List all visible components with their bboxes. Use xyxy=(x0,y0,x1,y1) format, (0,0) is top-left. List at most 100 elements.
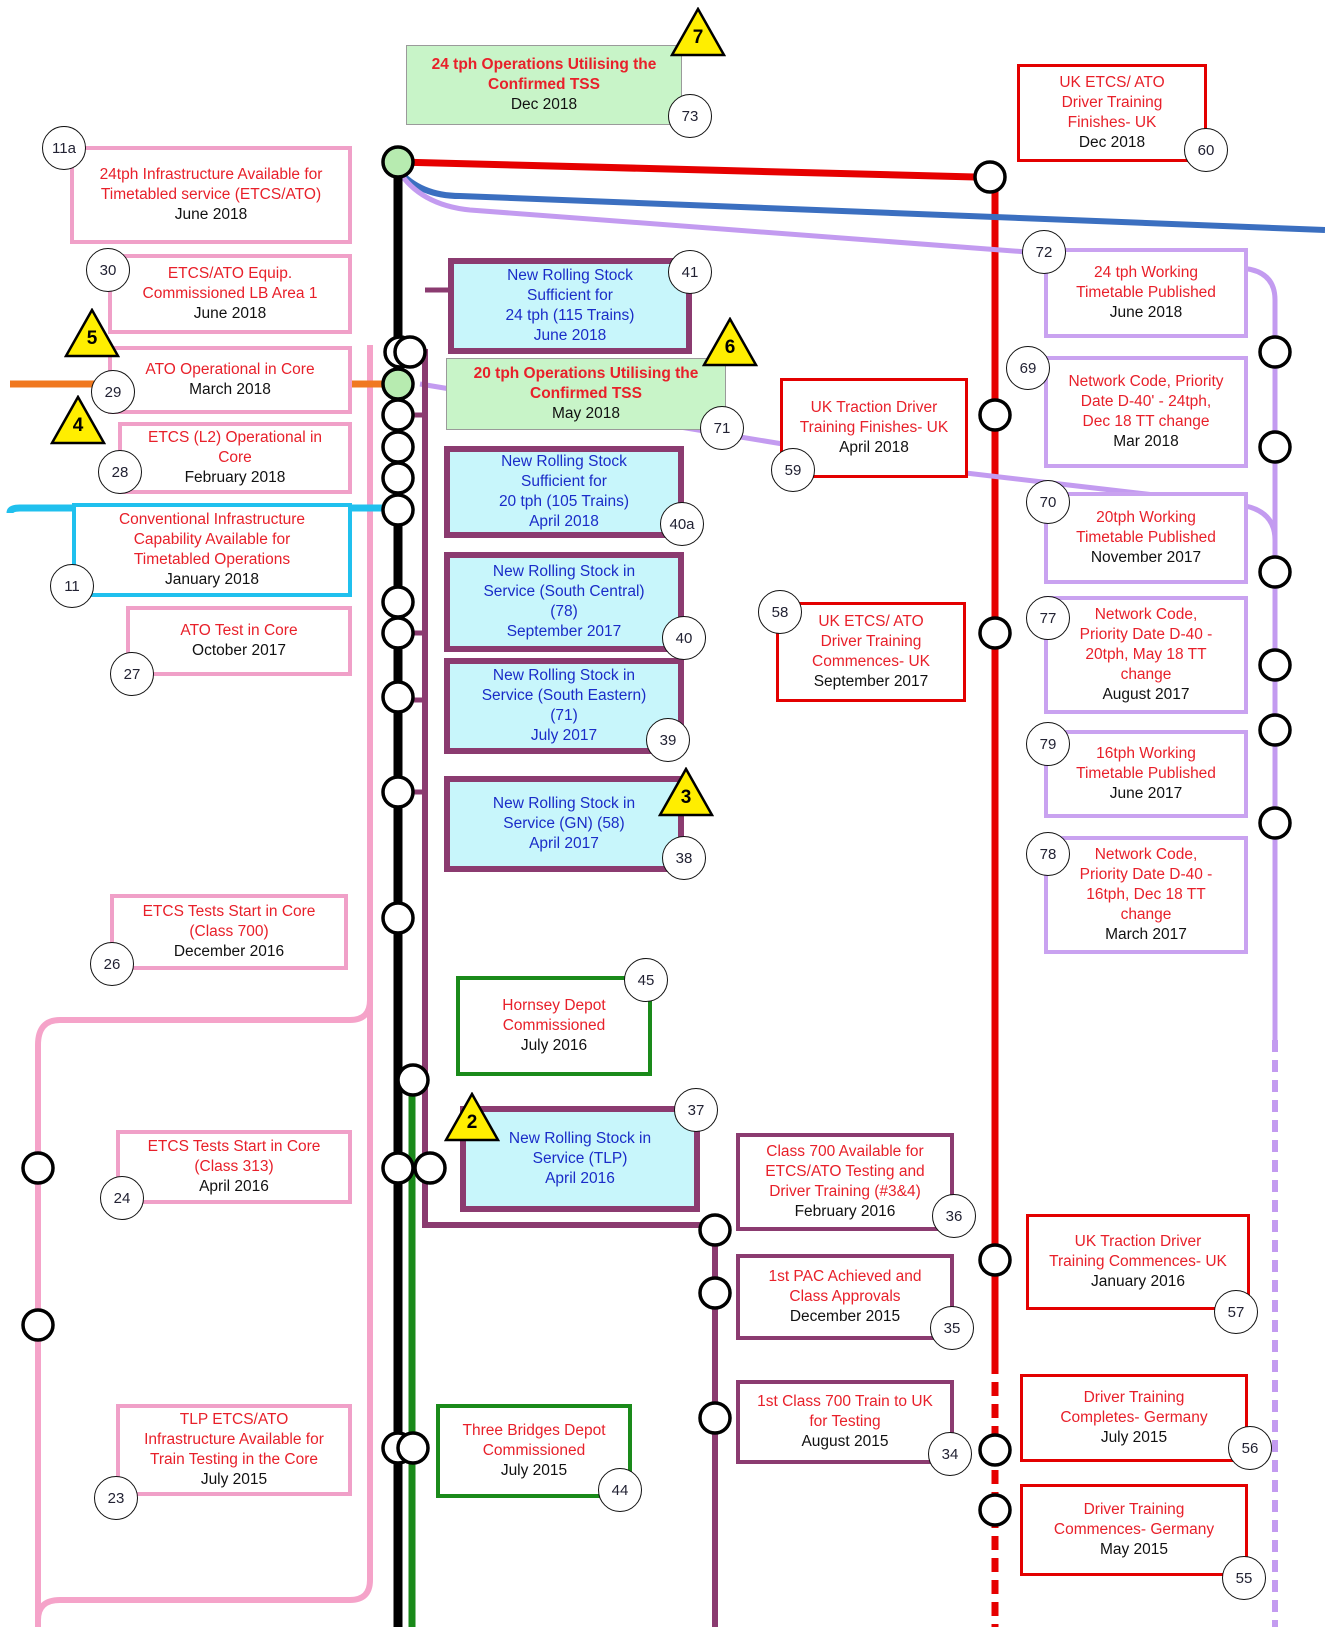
milestone-title: 1st Class 700 Train to UK for Testing xyxy=(757,1393,933,1430)
milestone-28: ETCS (L2) Operational in Core February 2… xyxy=(118,422,352,494)
milestone-date: July 2015 xyxy=(1100,1429,1168,1446)
milestone-57: UK Traction Driver Training Commences- U… xyxy=(1026,1214,1250,1310)
milestone-date: February 2016 xyxy=(794,1203,896,1220)
milestone-date: April 2017 xyxy=(529,835,599,852)
milestone-date: June 2018 xyxy=(193,305,267,322)
milestone-title: UK ETCS/ ATO Driver Training Commences- … xyxy=(812,613,930,670)
milestone-title: ETCS Tests Start in Core (Class 313) xyxy=(147,1138,321,1175)
milestone-71: 20 tph Operations Utilising the Confirme… xyxy=(446,358,726,430)
warning-triangle-icon: 5 xyxy=(63,307,121,358)
milestone-77: Network Code, Priority Date D-40 - 20tph… xyxy=(1044,596,1248,714)
milestone-date: Dec 2018 xyxy=(1078,134,1146,151)
milestone-26: ETCS Tests Start in Core (Class 700) Dec… xyxy=(110,894,348,970)
milestone-title: 24tph Infrastructure Available for Timet… xyxy=(99,166,323,203)
milestone-35: 1st PAC Achieved and Class Approvals Dec… xyxy=(736,1254,954,1340)
milestone-37: New Rolling Stock in Service (TLP) April… xyxy=(460,1106,700,1212)
milestone-79: 16tph Working Timetable Published June 2… xyxy=(1044,730,1248,818)
milestone-title: New Rolling Stock in Service (South Cent… xyxy=(483,563,645,620)
milestone-72: 24 tph Working Timetable Published June … xyxy=(1044,248,1248,338)
milestone-number: 78 xyxy=(1026,832,1070,876)
milestone-number: 70 xyxy=(1026,480,1070,524)
milestone-69: Network Code, Priority Date D-40' - 24tp… xyxy=(1044,356,1248,468)
milestone-number: 36 xyxy=(932,1194,976,1238)
milestone-title: ETCS Tests Start in Core (Class 700) xyxy=(142,903,316,940)
milestone-30: ETCS/ATO Equip. Commissioned LB Area 1 J… xyxy=(108,254,352,334)
milestone-60: UK ETCS/ ATO Driver Training Finishes- U… xyxy=(1017,64,1207,162)
milestone-number: 72 xyxy=(1022,230,1066,274)
milestone-number: 60 xyxy=(1184,128,1228,172)
milestone-title: Three Bridges Depot Commissioned xyxy=(462,1422,606,1459)
milestone-title: 24 tph Operations Utilising the Confirme… xyxy=(431,56,657,93)
milestone-73: 24 tph Operations Utilising the Confirme… xyxy=(406,45,682,125)
milestone-number: 39 xyxy=(646,718,690,762)
milestone-title: 20tph Working Timetable Published xyxy=(1076,509,1216,546)
milestone-number: 11 xyxy=(50,564,94,608)
milestone-date: March 2017 xyxy=(1105,926,1187,943)
blue-track xyxy=(395,168,1325,233)
milestone-number: 23 xyxy=(94,1476,138,1520)
milestone-24: ETCS Tests Start in Core (Class 313) Apr… xyxy=(116,1130,352,1204)
milestone-41: New Rolling Stock Sufficient for 24 tph … xyxy=(448,258,692,354)
milestone-title: New Rolling Stock in Service (South East… xyxy=(481,667,647,724)
milestone-title: Network Code, Priority Date D-40 - 16tph… xyxy=(1079,846,1213,923)
milestone-date: June 2017 xyxy=(1109,785,1183,802)
triangle-label: 4 xyxy=(72,415,84,436)
milestone-58: UK ETCS/ ATO Driver Training Commences- … xyxy=(776,602,966,702)
milestone-title: Network Code, Priority Date D-40' - 24tp… xyxy=(1068,373,1224,430)
milestone-title: New Rolling Stock in Service (TLP) xyxy=(508,1130,652,1167)
pink-track-lower xyxy=(35,1000,373,1621)
milestone-date: Mar 2018 xyxy=(1113,433,1179,450)
milestone-date: April 2016 xyxy=(545,1170,615,1187)
lavender-track xyxy=(395,168,1278,1040)
milestone-number: 44 xyxy=(598,1468,642,1512)
milestone-number: 58 xyxy=(758,590,802,634)
milestone-55: Driver Training Commences- Germany May 2… xyxy=(1020,1484,1248,1576)
milestone-11: Conventional Infrastructure Capability A… xyxy=(72,503,352,597)
warning-triangle-icon: 7 xyxy=(669,6,727,57)
milestone-title: New Rolling Stock in Service (GN) (58) xyxy=(492,795,636,832)
milestone-29: ATO Operational in Core March 2018 xyxy=(108,346,352,414)
milestone-title: UK Traction Driver Training Finishes- UK xyxy=(799,399,949,436)
milestone-number: 55 xyxy=(1222,1556,1266,1600)
milestone-date: April 2016 xyxy=(199,1178,269,1195)
milestone-number: 45 xyxy=(624,958,668,1002)
milestone-78: Network Code, Priority Date D-40 - 16tph… xyxy=(1044,836,1248,954)
milestone-title: Hornsey Depot Commissioned xyxy=(502,997,606,1034)
milestone-40: New Rolling Stock in Service (South Cent… xyxy=(444,552,684,652)
milestone-date: June 2018 xyxy=(174,206,248,223)
milestone-number: 73 xyxy=(668,94,712,138)
milestone-number: 77 xyxy=(1026,596,1070,640)
triangle-label: 7 xyxy=(692,27,704,48)
milestone-title: Driver Training Commences- Germany xyxy=(1053,1501,1215,1538)
milestone-date: August 2017 xyxy=(1102,686,1190,703)
milestone-title: 16tph Working Timetable Published xyxy=(1076,745,1216,782)
milestone-number: 28 xyxy=(98,450,142,494)
milestone-date: May 2015 xyxy=(1099,1541,1169,1558)
milestone-number: 34 xyxy=(928,1432,972,1476)
milestone-title: ETCS/ATO Equip. Commissioned LB Area 1 xyxy=(142,265,318,302)
milestone-date: June 2018 xyxy=(533,327,607,344)
milestone-date: March 2018 xyxy=(189,381,271,398)
milestone-date: July 2015 xyxy=(500,1462,568,1479)
triangle-label: 5 xyxy=(86,328,98,349)
milestone-date: Dec 2018 xyxy=(510,96,578,113)
warning-triangle-icon: 2 xyxy=(443,1091,501,1142)
milestone-11a: 24tph Infrastructure Available for Timet… xyxy=(70,146,352,244)
milestone-number: 40a xyxy=(660,502,704,546)
milestone-number: 11a xyxy=(42,126,86,170)
milestone-date: October 2017 xyxy=(192,642,286,659)
milestone-title: 24 tph Working Timetable Published xyxy=(1076,264,1216,301)
milestone-number: 35 xyxy=(930,1306,974,1350)
milestone-date: September 2017 xyxy=(813,673,929,690)
milestone-number: 41 xyxy=(668,250,712,294)
milestone-title: Driver Training Completes- Germany xyxy=(1060,1389,1208,1426)
milestone-title: Class 700 Available for ETCS/ATO Testing… xyxy=(765,1143,925,1200)
milestone-title: New Rolling Stock Sufficient for 24 tph … xyxy=(505,267,635,324)
milestone-27: ATO Test in Core October 2017 xyxy=(126,606,352,676)
milestone-56: Driver Training Completes- Germany July … xyxy=(1020,1374,1248,1462)
milestone-date: April 2018 xyxy=(529,513,599,530)
milestone-date: January 2018 xyxy=(165,571,259,588)
milestone-title: Network Code, Priority Date D-40 - 20tph… xyxy=(1079,606,1213,683)
milestone-date: August 2015 xyxy=(801,1433,889,1450)
